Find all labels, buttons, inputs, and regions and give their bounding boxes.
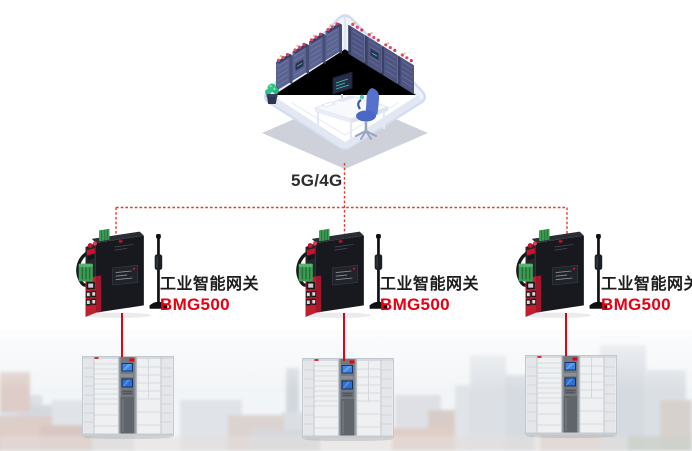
gateway-name: 工业智能网关 bbox=[601, 276, 692, 293]
gateway-model: BMG500 bbox=[160, 294, 230, 314]
network-type-label: 5G/4G bbox=[291, 171, 343, 190]
gateway-label: 工业智能网关 BMG500 bbox=[160, 276, 270, 314]
smart-locker-illustration bbox=[81, 355, 175, 439]
gateway-label: 工业智能网关 BMG500 bbox=[601, 276, 692, 314]
gateway-device-illustration bbox=[73, 222, 172, 320]
gateway-model: BMG500 bbox=[601, 294, 671, 314]
gateway-label: 工业智能网关 BMG500 bbox=[380, 276, 490, 314]
gateway-device-illustration bbox=[293, 222, 392, 320]
gateway-name: 工业智能网关 bbox=[160, 276, 260, 293]
smart-locker-illustration bbox=[524, 354, 618, 438]
gateway-device-illustration bbox=[513, 222, 612, 320]
gateway-name: 工业智能网关 bbox=[380, 276, 480, 293]
smart-locker-illustration bbox=[301, 357, 395, 441]
gateway-model: BMG500 bbox=[380, 294, 450, 314]
